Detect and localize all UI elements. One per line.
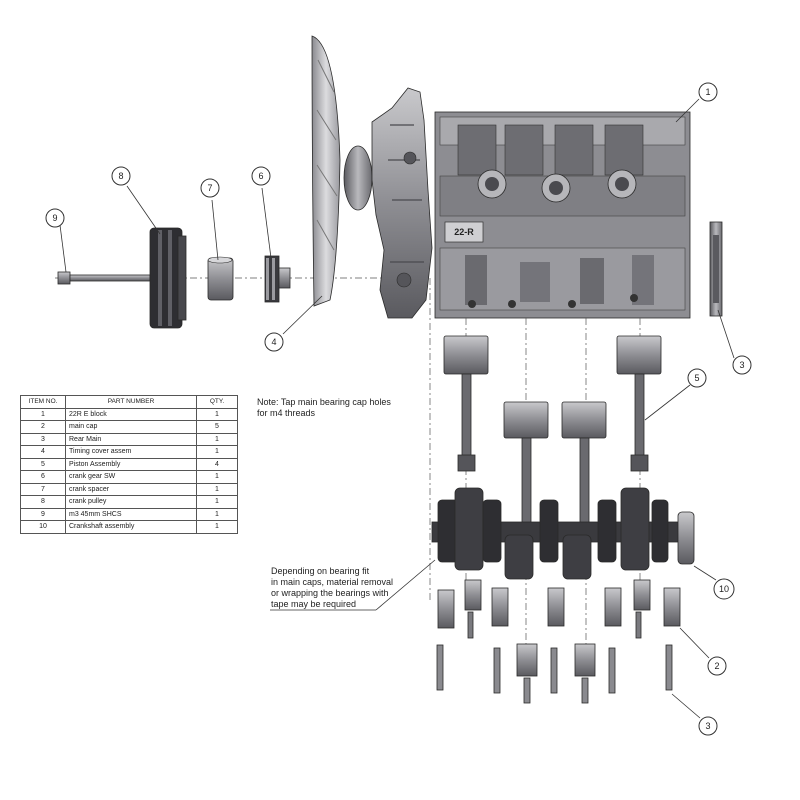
svg-text:4: 4 (271, 337, 276, 347)
svg-text:Depending on bearing fit: Depending on bearing fit (271, 566, 370, 576)
bom-qty: 1 (196, 495, 238, 509)
callout-7: 7 (200, 178, 220, 198)
callout-3-bottom: 3 (698, 716, 718, 736)
bom-item-no: 8 (20, 495, 66, 509)
svg-text:3: 3 (705, 721, 710, 731)
bom-qty: 1 (196, 432, 238, 446)
svg-text:for m4 threads: for m4 threads (257, 408, 316, 418)
bom-part-number: 22R E block (65, 407, 197, 421)
callout-8: 8 (111, 166, 131, 186)
bom-item-no: 1 (20, 407, 66, 421)
table-row: 4 Timing cover assem 1 (20, 445, 238, 459)
block-casting-label: 22-R (454, 227, 474, 237)
bom-item-no: 10 (20, 520, 66, 534)
svg-text:10: 10 (719, 584, 729, 594)
crankshaft-part (431, 487, 695, 580)
bom-qty: 5 (196, 420, 238, 434)
svg-text:3: 3 (739, 360, 744, 370)
table-row: 2 main cap 5 (20, 420, 238, 434)
callout-6: 6 (251, 166, 271, 186)
main-cap-bolts (436, 611, 673, 704)
callout-10: 10 (713, 578, 735, 600)
timing-cover-part (343, 87, 433, 319)
svg-text:1: 1 (705, 87, 710, 97)
bom-qty: 1 (196, 470, 238, 484)
bom-qty: 4 (196, 457, 238, 471)
bom-qty: 1 (196, 520, 238, 534)
bom-part-number: m3 45mm SHCS (65, 507, 197, 521)
bom-part-number: Rear Main (65, 432, 197, 446)
bom-header-row: ITEM NO. PART NUMBER QTY. (20, 395, 238, 409)
svg-text:tape may be required: tape may be required (271, 599, 356, 609)
bom-header-item: ITEM NO. (20, 395, 66, 409)
bom-qty: 1 (196, 482, 238, 496)
bearing-note: Depending on bearing fit in main caps, m… (271, 566, 393, 609)
bom-qty: 1 (196, 407, 238, 421)
table-row: 6 crank gear SW 1 (20, 470, 238, 484)
svg-text:6: 6 (258, 171, 263, 181)
piston-1 (443, 335, 489, 472)
bom-item-no: 6 (20, 470, 66, 484)
engine-block-part: 22-R (434, 111, 691, 319)
table-row: 9 m3 45mm SHCS 1 (20, 507, 238, 521)
main-caps (437, 579, 681, 677)
crank-gear-part (264, 255, 291, 303)
bom-header-qty: QTY. (196, 395, 238, 409)
svg-text:9: 9 (52, 213, 57, 223)
callout-5: 5 (687, 368, 707, 388)
svg-text:Note: Tap main bearing cap hol: Note: Tap main bearing cap holes (257, 397, 391, 407)
leader-lines (59, 98, 735, 719)
bom-part-number: crank pulley (65, 495, 197, 509)
table-row: 3 Rear Main 1 (20, 432, 238, 446)
bom-item-no: 9 (20, 507, 66, 521)
svg-text:5: 5 (694, 373, 699, 383)
bom-part-number: crank gear SW (65, 470, 197, 484)
bill-of-materials-table: ITEM NO. PART NUMBER QTY. 1 22R E block … (20, 395, 238, 534)
crank-spacer-part (207, 256, 234, 301)
svg-text:or wrapping the bearings with: or wrapping the bearings with (271, 588, 389, 598)
fan-blade-part (311, 35, 341, 307)
table-row: 8 crank pulley 1 (20, 495, 238, 509)
piston-3 (561, 401, 607, 527)
table-row: 10 Crankshaft assembly 1 (20, 520, 238, 534)
bom-part-number: Timing cover assem (65, 445, 197, 459)
bom-part-number: main cap (65, 420, 197, 434)
svg-text:2: 2 (714, 661, 719, 671)
bom-part-number: Piston Assembly (65, 457, 197, 471)
svg-text:7: 7 (207, 183, 212, 193)
bom-item-no: 5 (20, 457, 66, 471)
bom-part-number: Crankshaft assembly (65, 520, 197, 534)
svg-text:in main caps, material removal: in main caps, material removal (271, 577, 393, 587)
svg-text:8: 8 (118, 171, 123, 181)
piston-4 (616, 335, 662, 472)
bom-item-no: 3 (20, 432, 66, 446)
table-row: 5 Piston Assembly 4 (20, 457, 238, 471)
bom-item-no: 4 (20, 445, 66, 459)
bom-qty: 1 (196, 445, 238, 459)
callout-9: 9 (45, 208, 65, 228)
tap-note: Note: Tap main bearing cap holes for m4 … (257, 397, 391, 418)
callout-1: 1 (698, 82, 718, 102)
callout-3-top: 3 (732, 355, 752, 375)
bom-header-part: PART NUMBER (65, 395, 197, 409)
callout-2: 2 (707, 656, 727, 676)
bom-item-no: 2 (20, 420, 66, 434)
bolt-part (57, 271, 151, 285)
bom-item-no: 7 (20, 482, 66, 496)
crank-pulley-part (149, 227, 187, 329)
table-row: 1 22R E block 1 (20, 407, 238, 421)
callout-4: 4 (264, 332, 284, 352)
table-row: 7 crank spacer 1 (20, 482, 238, 496)
rear-main-top-part (709, 221, 723, 317)
bom-qty: 1 (196, 507, 238, 521)
bom-part-number: crank spacer (65, 482, 197, 496)
